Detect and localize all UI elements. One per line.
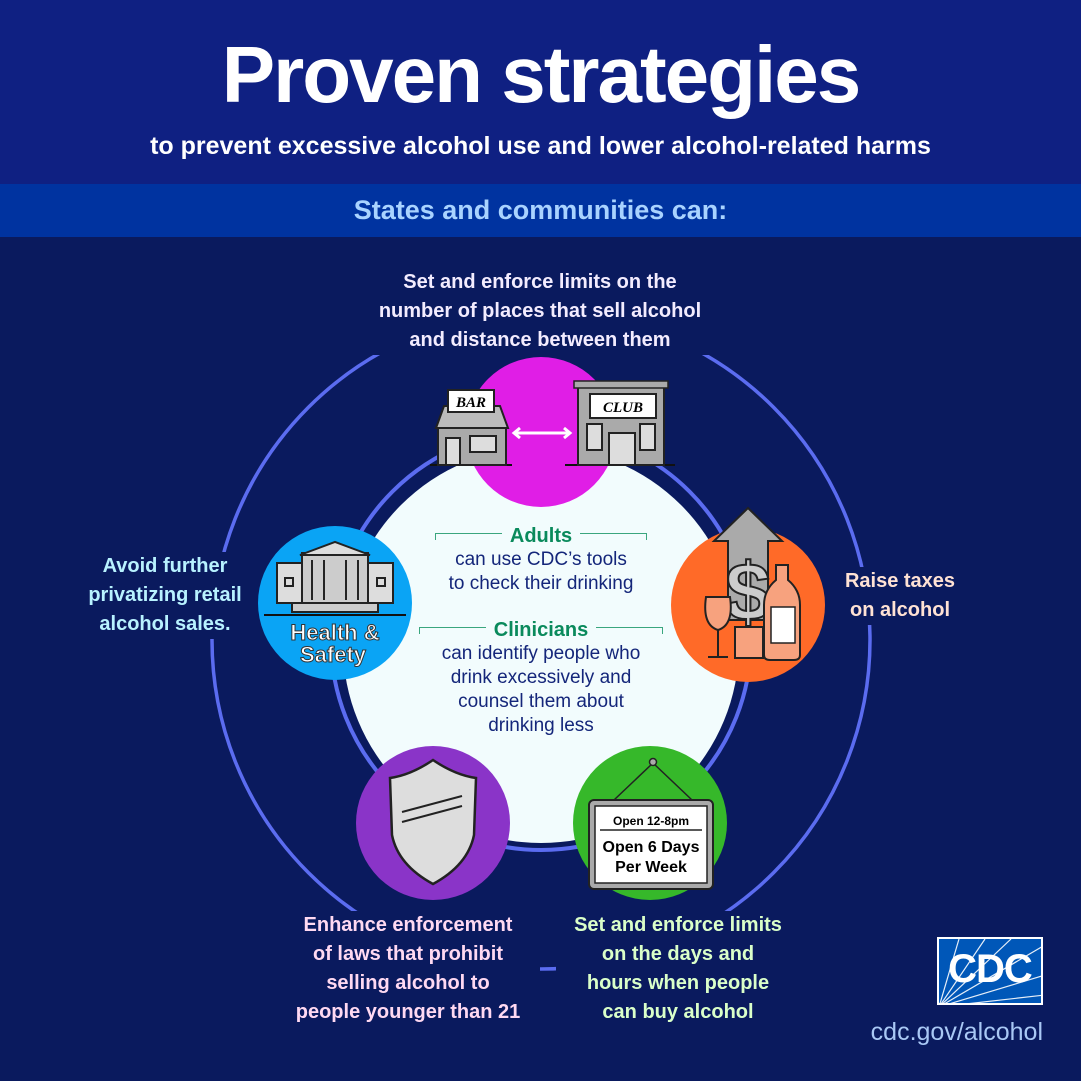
label-line: Avoid further <box>102 555 228 577</box>
label-line: number of places that sell alcohol <box>378 300 702 322</box>
rule <box>434 532 502 540</box>
clinicians-heading: Clinicians <box>493 619 589 641</box>
health-safety-line1: Health & <box>290 620 379 645</box>
clinicians-text: drinking less <box>488 715 594 736</box>
label-line: of laws that prohibit <box>313 943 503 965</box>
adults-heading-row: Adults <box>400 524 682 548</box>
label-line: people younger than 21 <box>295 1001 521 1023</box>
label-line: Set and enforce limits on the <box>403 271 677 293</box>
clinicians-text: drink excessively and <box>450 667 632 688</box>
shot-glass-icon <box>734 626 764 659</box>
adults-heading: Adults <box>509 525 573 547</box>
strategy-outlet-density: Set and enforce limits on the number of … <box>360 268 720 355</box>
band-text: States and communities can: <box>353 195 728 225</box>
clinicians-block: Clinicians can identify people who drink… <box>400 618 682 738</box>
hours-line1: Open 12-8pm <box>613 814 689 828</box>
logo-text: CDC <box>948 947 1033 991</box>
rule <box>580 532 648 540</box>
header: Proven strategies to prevent excessive a… <box>0 0 1081 184</box>
government-building-icon: Health & Safety <box>258 526 412 680</box>
alcohol-tax-icon: $ <box>671 506 825 682</box>
page-title: Proven strategies <box>221 30 861 119</box>
clinicians-heading-row: Clinicians <box>400 618 682 642</box>
rule <box>596 626 664 634</box>
rule <box>418 626 486 634</box>
label-line: on the days and <box>601 943 755 965</box>
page-subtitle: to prevent excessive alcohol use and low… <box>150 132 931 160</box>
adults-text: can use CDC’s tools <box>455 549 627 570</box>
strategy-privatization: Avoid further privatizing retail alcohol… <box>76 552 254 639</box>
label-line: can buy alcohol <box>602 1001 754 1023</box>
adults-block: Adults can use CDC’s tools to check thei… <box>400 524 682 596</box>
bar-sign: BAR <box>455 395 486 411</box>
up-arrow-icon <box>711 506 785 621</box>
footer-url[interactable]: cdc.gov/alcohol <box>870 1018 1043 1046</box>
strategy-days-hours: Set and enforce limits on the days and h… <box>556 911 800 1027</box>
label-line: privatizing retail <box>88 584 242 606</box>
club-sign: CLUB <box>603 400 643 416</box>
center-circle <box>343 447 739 843</box>
logo-rays <box>939 939 1041 1003</box>
label-line: hours when people <box>586 972 770 994</box>
label-line: Set and enforce limits <box>574 914 782 936</box>
outlet-density-icon: BAR CLUB <box>430 357 675 507</box>
label-line: Enhance enforcement <box>303 914 513 936</box>
wine-glass-icon <box>704 596 732 632</box>
strategy-underage-enforcement: Enhance enforcement of laws that prohibi… <box>276 911 540 1027</box>
hours-line2: Open 6 Days <box>603 839 700 856</box>
strategy-taxes: Raise taxes on alcohol <box>832 567 968 625</box>
store-hours-sign-icon: Open 12-8pm Open 6 Days Per Week <box>573 746 727 900</box>
hours-line3: Per Week <box>615 859 687 876</box>
clinicians-text: can identify people who <box>441 643 641 664</box>
label-line: selling alcohol to <box>326 972 490 994</box>
label-line: alcohol sales. <box>99 613 231 635</box>
section-band: States and communities can: <box>0 184 1081 237</box>
health-safety-line2: Safety <box>300 642 367 667</box>
shield-icon <box>356 746 510 900</box>
cdc-logo: CDC <box>937 937 1043 1005</box>
dollar-icon: $ <box>725 547 771 638</box>
clinicians-text: counsel them about <box>458 691 624 712</box>
adults-text: to check their drinking <box>448 573 634 594</box>
label-line: and distance between them <box>409 329 671 351</box>
label-line: Raise taxes <box>844 570 956 592</box>
label-line: on alcohol <box>850 599 950 621</box>
